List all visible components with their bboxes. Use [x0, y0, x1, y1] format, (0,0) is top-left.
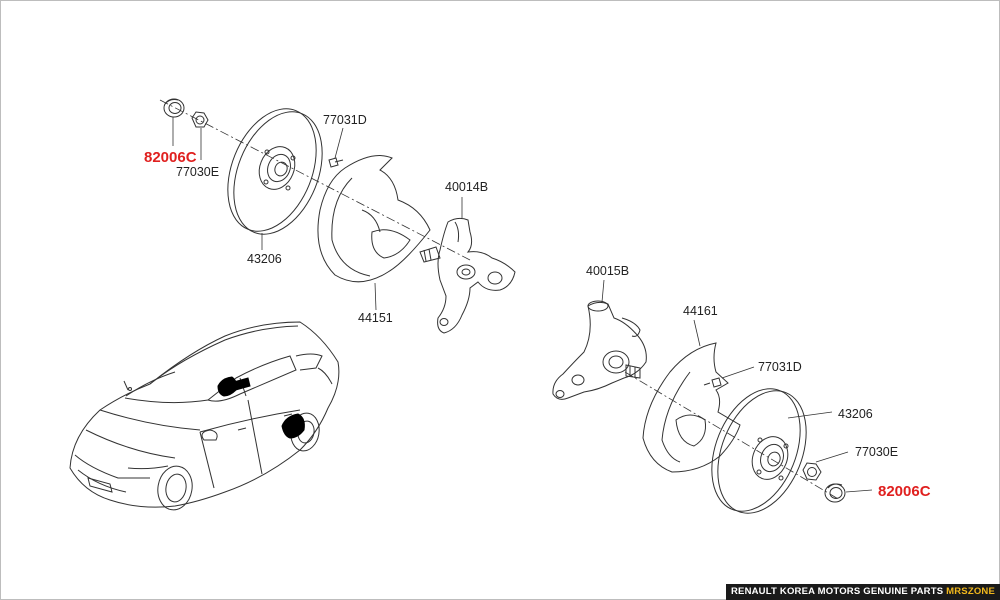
label-knuckle-top: 40014B [445, 180, 488, 194]
leader-lines [172, 117, 873, 493]
screw-bottom [703, 377, 722, 388]
car-location-markers [217, 376, 305, 439]
label-screw-top: 77031D [323, 113, 367, 127]
label-seal-bottom: 82006C [878, 483, 931, 500]
axis-line-bottom [624, 371, 841, 501]
label-nut-bottom: 77030E [855, 445, 898, 459]
brake-disc-top [227, 108, 323, 235]
hub-nut-bottom [802, 462, 822, 481]
footer-watermark: RENAULT KOREA MOTORS GENUINE PARTS MRSZO… [726, 584, 1000, 600]
hub-nut-top [191, 111, 209, 128]
label-knuckle-bottom: 40015B [586, 264, 629, 278]
label-shield-bottom: 44161 [683, 304, 718, 318]
label-screw-bottom: 77031D [758, 360, 802, 374]
label-seal-top: 82006C [144, 149, 197, 166]
seal-cap-bottom [824, 483, 846, 503]
marker-rear-wheel [281, 413, 305, 439]
label-disc-bottom: 43206 [838, 407, 873, 421]
label-disc-top: 43206 [247, 252, 282, 266]
screw-top [328, 157, 344, 168]
label-nut-top: 77030E [176, 165, 219, 179]
footer-text: RENAULT KOREA MOTORS GENUINE PARTS [730, 586, 944, 597]
seal-cap-top [163, 98, 185, 118]
knuckle-bottom [552, 300, 647, 400]
brake-disc-bottom [711, 388, 807, 514]
axis-line-top [159, 99, 471, 261]
footer-brand: MRSZONE [946, 586, 996, 597]
dust-shield-top [317, 155, 431, 283]
knuckle-top [419, 217, 516, 334]
label-shield-top: 44151 [358, 311, 393, 325]
car-illustration [69, 321, 340, 511]
dust-shield-bottom [642, 342, 741, 473]
